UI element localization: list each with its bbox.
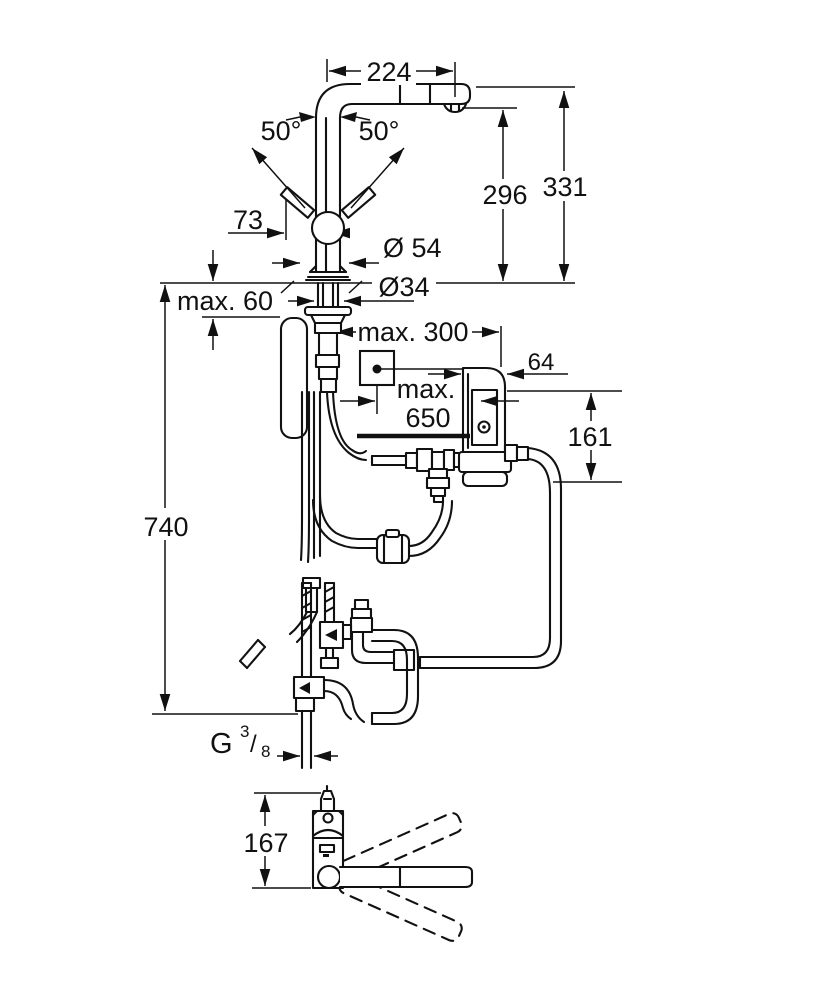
dimension-labels: 224 50° 50° 331 296 73 Ø 54 Ø34 max. 60 … <box>139 55 616 858</box>
dim-label-box-offset: max. 300 <box>357 317 468 347</box>
dim-label-height-total: 331 <box>542 172 587 202</box>
thread-label-den: 8 <box>261 742 270 761</box>
dim-label-supply-drop: 740 <box>143 512 188 542</box>
dim-label-angle-right: 50° <box>359 116 400 146</box>
dim-label-hose-max-1: max. <box>397 374 456 404</box>
dim-label-body-depth: 167 <box>243 828 288 858</box>
dim-label-dia-base: Ø 54 <box>383 233 442 263</box>
thread-label-num: 3 <box>240 722 249 741</box>
dim-label-reach: 224 <box>366 57 411 87</box>
under-deck-plumbing <box>238 305 563 770</box>
dim-label-handle: 73 <box>233 205 263 235</box>
faucet-side-view <box>251 82 472 309</box>
dim-label-dia-hole: Ø34 <box>378 272 429 302</box>
dim-label-unit-width: 64 <box>528 349 555 376</box>
faucet-top-view <box>252 784 474 942</box>
dim-label-angle-left: 50° <box>261 116 302 146</box>
thread-label-g: G <box>210 728 233 760</box>
dim-label-hose-max-2: 650 <box>405 403 450 433</box>
dim-label-deck-thickness: max. 60 <box>177 286 273 316</box>
dim-label-height-outlet: 296 <box>482 180 527 210</box>
remote-box <box>357 349 470 439</box>
thread-label-slash: / <box>250 731 257 758</box>
swivel-range-dashed <box>338 812 463 942</box>
dim-label-unit-height: 161 <box>567 422 612 452</box>
